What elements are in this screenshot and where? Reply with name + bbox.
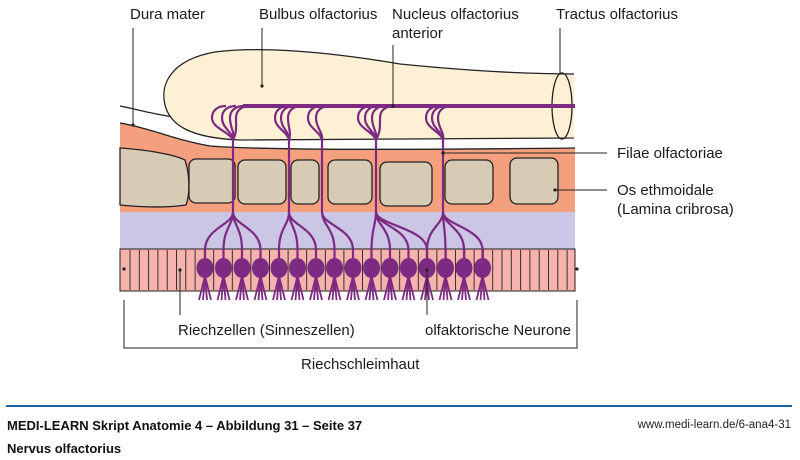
glomerulus-fiber — [436, 104, 453, 141]
neuron-body — [307, 258, 325, 278]
glomerulus-fiber — [363, 104, 380, 141]
bulbus-olfactorius — [163, 49, 576, 141]
label-riechzellen: Riechzellen (Sinneszellen) — [178, 322, 355, 339]
neuron-body — [344, 258, 362, 278]
label-nucleus-line2: anterior — [392, 25, 443, 42]
bone-segment — [327, 159, 373, 205]
glomerulus-fiber — [273, 104, 291, 141]
cilia — [481, 275, 490, 301]
bone-segment — [379, 161, 433, 207]
footer-url[interactable]: www.medi-learn.de/6-ana4-31 — [637, 419, 791, 431]
axon — [231, 211, 262, 258]
dura-mater-outline — [119, 122, 576, 150]
label-nucleus-line1: Nucleus olfactorius — [392, 6, 519, 23]
cilia — [333, 275, 342, 301]
neuron-body — [400, 258, 417, 278]
cilia — [407, 275, 416, 301]
axon — [287, 211, 318, 258]
dot — [425, 268, 429, 272]
neuron-body — [233, 258, 251, 278]
dot — [553, 188, 557, 192]
leader-lines — [123, 28, 607, 349]
label-bulbus-olfactorius: Bulbus olfactorius — [259, 6, 377, 23]
bulbus-right-cover — [574, 70, 580, 142]
glomerulus-fiber — [430, 104, 447, 141]
cilia — [352, 275, 360, 301]
cilia — [259, 275, 268, 301]
label-lamina-cribrosa: (Lamina cribrosa) — [617, 201, 734, 218]
dot — [441, 151, 445, 155]
label-os-ethmoidale: Os ethmoidale — [617, 182, 714, 199]
dot — [122, 267, 126, 271]
footer-source: MEDI-LEARN Skript Anatomie 4 – Abbildung… — [7, 418, 363, 433]
neuron-body — [455, 258, 473, 278]
bone-segment — [119, 147, 190, 208]
axon — [441, 211, 484, 258]
glomerulus-fiber — [356, 104, 378, 141]
cilia — [241, 275, 249, 301]
dot — [260, 84, 264, 88]
dot — [391, 104, 395, 108]
neuron-body — [196, 258, 214, 278]
label-tractus-olfactorius: Tractus olfactorius — [556, 6, 678, 23]
footer-caption: Nervus olfactorius — [7, 441, 122, 456]
label-riechschleimhaut: Riechschleimhaut — [301, 356, 420, 373]
bone-segment — [509, 157, 559, 205]
glomerulus-fiber — [279, 104, 296, 141]
glomerulus-fiber — [210, 104, 235, 141]
neuron-body — [437, 258, 454, 278]
label-olfaktorische-neurone: olfaktorische Neurone — [425, 322, 571, 339]
neuron-body — [326, 258, 343, 278]
neuron-body — [289, 258, 306, 278]
glomerulus-fiber — [306, 104, 324, 141]
neuron-body — [252, 258, 269, 278]
bone-segment — [444, 159, 494, 205]
cilia — [444, 275, 453, 301]
os-ethmoidale — [119, 147, 559, 208]
neuron-body — [363, 258, 380, 278]
glomerulus-fiber — [370, 104, 387, 141]
glomerulus-fiber — [228, 104, 245, 141]
dot — [178, 268, 182, 272]
olfactory-neurons — [196, 258, 491, 301]
neuron-body — [270, 258, 288, 278]
neuron-body — [381, 258, 399, 278]
glomerulus-fiber — [375, 104, 395, 141]
glomerulus-fiber — [286, 104, 303, 141]
dot — [575, 267, 579, 271]
cilia — [222, 275, 231, 301]
glomerulus-fiber — [220, 104, 237, 141]
neuron-body — [474, 258, 491, 278]
cilia — [426, 275, 434, 301]
cilia — [389, 275, 397, 301]
cilia — [370, 275, 379, 301]
neuron-body — [215, 258, 232, 278]
neuron-body — [418, 258, 436, 278]
glomerulus-fiber — [232, 104, 251, 141]
bone-segment — [188, 158, 236, 204]
label-dura-mater: Dura mater — [130, 6, 205, 23]
nerve-fibers — [203, 104, 484, 258]
cilia — [315, 275, 323, 301]
bone-segment — [237, 159, 287, 205]
glomerulus-fiber — [424, 104, 445, 141]
dot — [131, 123, 135, 127]
cilia — [463, 275, 471, 301]
olfactory-diagram: Dura mater Bulbus olfactorius Nucleus ol… — [119, 6, 734, 373]
glomerulus-fiber — [314, 104, 331, 141]
bracket-riechschleimhaut — [123, 300, 578, 349]
footer-divider — [6, 405, 792, 407]
axon — [320, 211, 355, 258]
cilia — [278, 275, 286, 301]
cilia — [296, 275, 305, 301]
label-filae-olfactoriae: Filae olfactoriae — [617, 145, 723, 162]
cilia — [204, 275, 212, 301]
bone-segment — [290, 159, 320, 205]
leader-dots — [122, 84, 579, 272]
